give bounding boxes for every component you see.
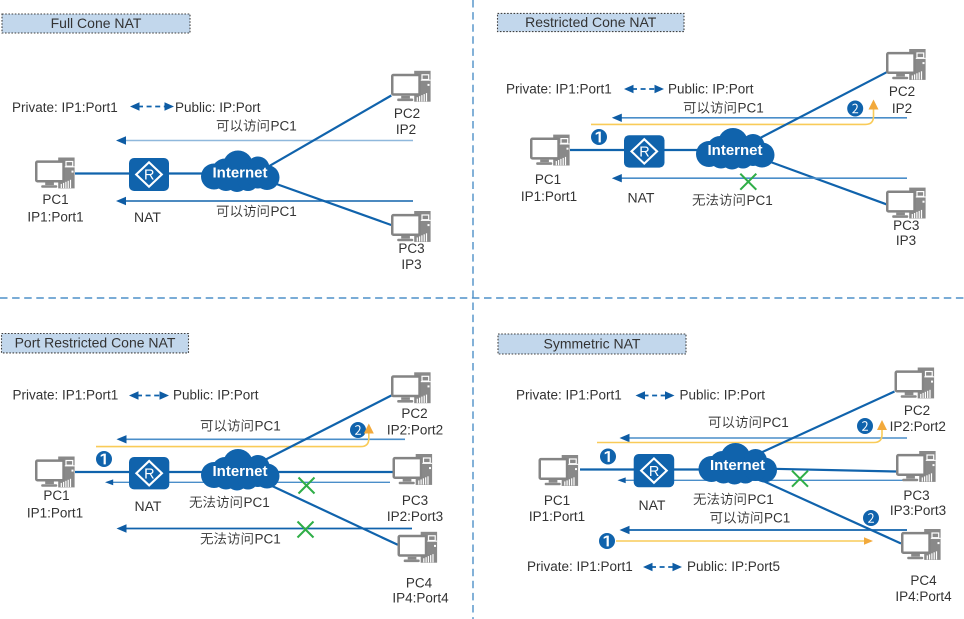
svg-text:PC1: PC1 bbox=[747, 193, 773, 208]
svg-text:PC1: PC1 bbox=[43, 488, 69, 503]
svg-text:R: R bbox=[144, 168, 154, 184]
svg-text:Internet: Internet bbox=[707, 142, 762, 159]
svg-text:R: R bbox=[639, 145, 649, 161]
svg-text:IP2:Port2: IP2:Port2 bbox=[387, 423, 443, 438]
svg-text:PC3: PC3 bbox=[903, 488, 929, 503]
svg-text:PC3: PC3 bbox=[402, 493, 428, 508]
svg-text:IP1:Port1: IP1:Port1 bbox=[27, 506, 83, 521]
svg-text:PC4: PC4 bbox=[910, 573, 937, 588]
svg-text:Private: IP1:Port1: Private: IP1:Port1 bbox=[506, 82, 612, 97]
svg-text:IP2: IP2 bbox=[396, 122, 416, 137]
svg-text:IP4:Port4: IP4:Port4 bbox=[392, 590, 449, 605]
svg-text:IP2:Port2: IP2:Port2 bbox=[890, 419, 946, 434]
svg-text:Public: IP:Port: Public: IP:Port bbox=[175, 100, 261, 115]
svg-text:PC1: PC1 bbox=[244, 495, 270, 510]
svg-text:IP2: IP2 bbox=[892, 101, 912, 116]
svg-text:PC1: PC1 bbox=[255, 419, 281, 434]
svg-text:Port Restricted Cone NAT: Port Restricted Cone NAT bbox=[15, 335, 176, 351]
svg-text:PC2: PC2 bbox=[401, 406, 427, 421]
svg-text:PC1: PC1 bbox=[544, 493, 570, 508]
svg-text:PC1: PC1 bbox=[535, 172, 561, 187]
svg-text:PC1: PC1 bbox=[255, 532, 281, 547]
svg-text:Full Cone NAT: Full Cone NAT bbox=[51, 15, 142, 31]
svg-text:IP3: IP3 bbox=[896, 233, 916, 248]
svg-text:PC1: PC1 bbox=[764, 511, 790, 526]
svg-text:Private: IP1:Port1: Private: IP1:Port1 bbox=[12, 100, 118, 115]
svg-text:R: R bbox=[144, 466, 154, 482]
svg-text:Public: IP:Port: Public: IP:Port bbox=[680, 388, 766, 403]
svg-text:NAT: NAT bbox=[628, 190, 655, 206]
svg-text:IP3:Port3: IP3:Port3 bbox=[890, 503, 946, 518]
svg-text:IP4:Port4: IP4:Port4 bbox=[895, 589, 952, 604]
svg-text:IP2:Port3: IP2:Port3 bbox=[387, 509, 443, 524]
svg-text:PC1: PC1 bbox=[763, 415, 789, 430]
svg-text:NAT: NAT bbox=[135, 498, 162, 514]
svg-text:Private: IP1:Port1: Private: IP1:Port1 bbox=[527, 559, 633, 574]
svg-text:PC1: PC1 bbox=[748, 492, 774, 507]
svg-text:PC2: PC2 bbox=[394, 106, 420, 121]
svg-text:PC1: PC1 bbox=[738, 101, 764, 116]
svg-text:IP1:Port1: IP1:Port1 bbox=[529, 509, 585, 524]
svg-text:IP3: IP3 bbox=[401, 257, 421, 272]
svg-text:IP1:Port1: IP1:Port1 bbox=[521, 189, 577, 204]
svg-text:Public: IP:Port5: Public: IP:Port5 bbox=[687, 559, 780, 574]
svg-text:Internet: Internet bbox=[710, 457, 765, 474]
svg-text:Public: IP:Port: Public: IP:Port bbox=[173, 388, 259, 403]
svg-text:PC2: PC2 bbox=[889, 84, 915, 99]
svg-text:Private: IP1:Port1: Private: IP1:Port1 bbox=[516, 388, 622, 403]
svg-text:Private: IP1:Port1: Private: IP1:Port1 bbox=[13, 388, 119, 403]
svg-text:Public: IP:Port: Public: IP:Port bbox=[668, 82, 754, 97]
svg-text:Symmetric NAT: Symmetric NAT bbox=[544, 335, 641, 351]
svg-text:Internet: Internet bbox=[212, 463, 267, 480]
svg-text:Internet: Internet bbox=[212, 164, 267, 181]
svg-text:PC3: PC3 bbox=[893, 218, 919, 233]
svg-text:PC1: PC1 bbox=[42, 192, 68, 207]
svg-text:NAT: NAT bbox=[134, 209, 161, 225]
svg-text:NAT: NAT bbox=[639, 497, 666, 513]
svg-text:PC1: PC1 bbox=[271, 119, 297, 134]
svg-text:PC1: PC1 bbox=[271, 204, 297, 219]
svg-text:IP1:Port1: IP1:Port1 bbox=[27, 209, 83, 224]
svg-text:PC3: PC3 bbox=[398, 241, 424, 256]
svg-text:PC4: PC4 bbox=[406, 576, 433, 591]
svg-text:R: R bbox=[649, 464, 659, 480]
svg-text:Restricted Cone NAT: Restricted Cone NAT bbox=[525, 14, 657, 30]
svg-text:PC2: PC2 bbox=[904, 403, 930, 418]
